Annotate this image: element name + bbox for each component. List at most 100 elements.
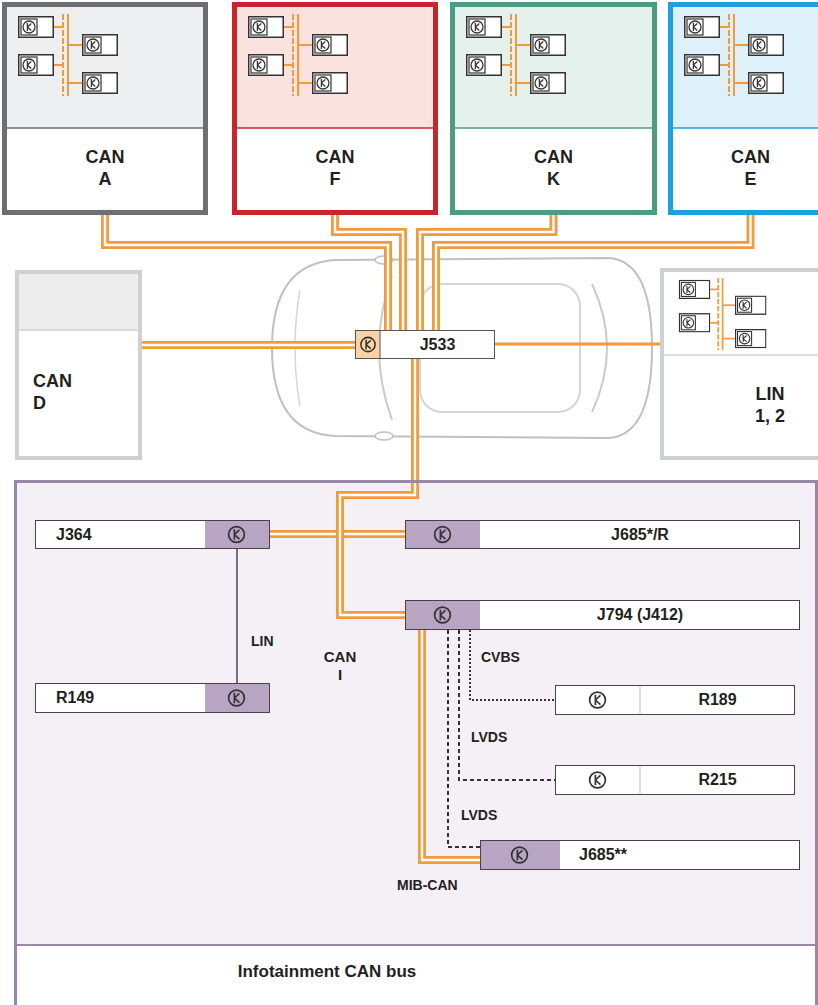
bus-connector bbox=[340, 359, 415, 615]
box-fill bbox=[660, 268, 818, 460]
panel-divider bbox=[7, 127, 203, 129]
connector-line bbox=[340, 359, 415, 534]
text-area: Infotainment CAN bus bbox=[167, 945, 487, 1000]
text-area: J533 bbox=[381, 331, 494, 358]
control-unit-symbol bbox=[229, 527, 245, 543]
control-unit-symbol bbox=[590, 692, 606, 708]
node-label: J685** bbox=[579, 845, 627, 864]
wire-connector bbox=[495, 344, 660, 345]
bus-name: CAN I bbox=[324, 648, 357, 684]
ecu-cluster bbox=[19, 14, 118, 96]
node-label: CAN D bbox=[33, 371, 72, 414]
text-area: J685** bbox=[561, 841, 799, 869]
box-fill bbox=[232, 2, 438, 215]
band-fill bbox=[17, 945, 815, 1005]
signal-name: LVDS bbox=[468, 728, 510, 747]
box-fill bbox=[405, 520, 800, 549]
can-bus-box: CAN E bbox=[668, 2, 818, 215]
connector-line bbox=[470, 630, 555, 700]
symbol-tile bbox=[405, 600, 480, 630]
bus-connector bbox=[420, 215, 554, 330]
panel-divider bbox=[673, 127, 818, 129]
node-label: R149 bbox=[56, 688, 94, 707]
box-fill bbox=[15, 270, 142, 460]
text-area: J685*/R bbox=[481, 521, 799, 548]
text-area: R189 bbox=[641, 686, 794, 714]
text-area: CAN D bbox=[19, 330, 138, 456]
video-link bbox=[459, 630, 555, 780]
region-fill bbox=[14, 480, 818, 1005]
bus-connector bbox=[335, 215, 403, 330]
node-label: J364 bbox=[56, 525, 92, 544]
can-bus-box: CAN K bbox=[450, 2, 657, 215]
panel-fill bbox=[19, 274, 138, 330]
signal-name: MIB-CAN bbox=[394, 876, 461, 895]
video-link bbox=[470, 630, 555, 700]
panel-divider bbox=[237, 127, 433, 129]
text-area: CAN A bbox=[7, 128, 203, 210]
symbol-tile bbox=[480, 840, 560, 870]
label-area: CAN I bbox=[310, 648, 370, 684]
connector-line bbox=[335, 215, 403, 330]
camera-box: R189 bbox=[555, 685, 795, 715]
control-unit-box: J794 (J412) bbox=[405, 600, 800, 630]
connector-line bbox=[142, 344, 355, 346]
node-label: CAN K bbox=[534, 147, 573, 190]
text-area: J794 (J412) bbox=[481, 601, 799, 629]
control-unit-symbol bbox=[435, 607, 451, 623]
text-area: CAN E bbox=[673, 128, 818, 210]
text-area: R215 bbox=[641, 766, 794, 794]
tile-divider bbox=[380, 331, 381, 358]
text-area: CAN F bbox=[237, 128, 433, 210]
box-fill bbox=[405, 600, 800, 630]
symbol-tile bbox=[205, 520, 270, 549]
node-label: R215 bbox=[698, 770, 736, 789]
control-unit-symbol bbox=[361, 337, 375, 351]
connector-line bbox=[340, 359, 415, 534]
node-label: CAN A bbox=[86, 147, 125, 190]
panel-divider bbox=[19, 329, 138, 331]
box-fill bbox=[668, 2, 818, 215]
panel-fill bbox=[673, 7, 818, 128]
panel-fill bbox=[455, 7, 652, 128]
node-label: LIN 1, 2 bbox=[751, 384, 789, 427]
connector-line bbox=[420, 215, 554, 330]
tile-divider bbox=[640, 765, 641, 795]
signal-name: LIN bbox=[248, 632, 277, 651]
text-area: LIN 1, 2 bbox=[664, 355, 789, 456]
bus-connector bbox=[436, 215, 751, 330]
connector-line bbox=[420, 215, 554, 330]
infotainment-region: Infotainment CAN bus J364 J685*/R J794 (J41… bbox=[14, 480, 818, 1005]
signal-name: LVDS bbox=[458, 806, 500, 825]
box-fill bbox=[450, 2, 657, 215]
car-rear-window bbox=[592, 284, 607, 412]
car-roof bbox=[420, 284, 580, 412]
wire-connector bbox=[237, 549, 238, 683]
symbol-tile bbox=[356, 331, 380, 358]
control-unit-symbol bbox=[435, 527, 451, 543]
car-mirror bbox=[375, 432, 393, 440]
box-fill bbox=[555, 765, 795, 795]
control-unit-symbol bbox=[229, 690, 245, 706]
connector-line bbox=[236, 549, 238, 683]
can-bus-box: CAN F bbox=[232, 2, 438, 215]
panel-fill bbox=[237, 7, 433, 128]
connector-line bbox=[142, 341, 355, 349]
connector-line bbox=[335, 215, 403, 330]
connector-line bbox=[436, 215, 751, 330]
node-label: J533 bbox=[420, 335, 456, 354]
node-label: J685*/R bbox=[611, 525, 669, 544]
text-area: J364 bbox=[36, 521, 204, 548]
panel-fill bbox=[7, 7, 203, 128]
node-label: J794 (J412) bbox=[597, 605, 683, 624]
box-fill bbox=[355, 330, 495, 359]
control-unit-symbol bbox=[590, 772, 606, 788]
display-box: J685** bbox=[480, 840, 800, 870]
band-divider bbox=[17, 944, 815, 946]
gateway-box: J533 bbox=[355, 330, 495, 359]
control-unit-box: J685*/R bbox=[405, 520, 800, 549]
connector-line bbox=[436, 215, 751, 330]
control-unit-symbol bbox=[512, 847, 528, 863]
ecu-cluster bbox=[249, 14, 348, 96]
